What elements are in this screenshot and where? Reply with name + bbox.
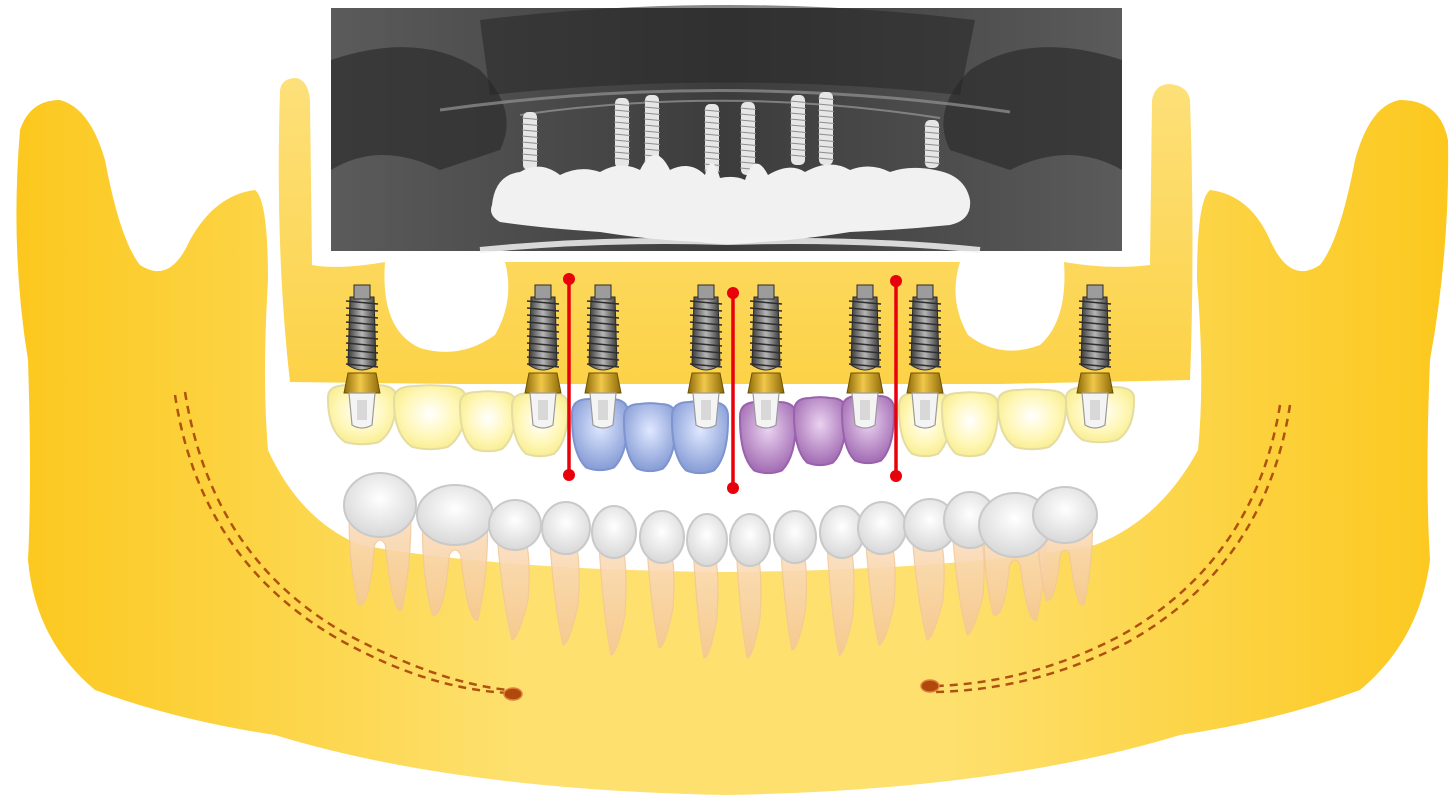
implant-abutment bbox=[847, 373, 883, 393]
implant-abutment bbox=[525, 373, 561, 393]
xray-nasal-cavity bbox=[480, 5, 975, 95]
lower-tooth-crown bbox=[1033, 487, 1097, 543]
implant-post-shade bbox=[538, 400, 548, 420]
xray-implant bbox=[740, 102, 756, 175]
lower-tooth-crown bbox=[774, 511, 816, 563]
implant-post-shade bbox=[761, 400, 771, 420]
xray-implant-body bbox=[615, 98, 629, 168]
bridge-crown bbox=[394, 385, 466, 449]
xray-implant bbox=[522, 112, 538, 170]
implant-abutment bbox=[907, 373, 943, 393]
upper-bridge bbox=[328, 384, 1134, 473]
segment-line-bottom-dot bbox=[563, 469, 575, 481]
implant-post-shade bbox=[1090, 400, 1100, 420]
implant-abutment bbox=[585, 373, 621, 393]
left-mental-foramen bbox=[504, 688, 522, 700]
lower-tooth-crown bbox=[858, 502, 906, 554]
implant-abutment bbox=[688, 373, 724, 393]
segment-line-top-dot bbox=[563, 273, 575, 285]
implant-head bbox=[857, 285, 873, 299]
segment-line-top-dot bbox=[727, 287, 739, 299]
implant-head bbox=[535, 285, 551, 299]
implant-head bbox=[917, 285, 933, 299]
xray-implant bbox=[818, 92, 834, 165]
implant-head bbox=[698, 285, 714, 299]
lower-tooth-crown bbox=[687, 514, 727, 566]
lower-tooth-crown bbox=[344, 473, 416, 537]
segment-line-top-dot bbox=[890, 275, 902, 287]
implant-post-shade bbox=[598, 400, 608, 420]
implant-abutment bbox=[748, 373, 784, 393]
implant-abutment bbox=[1077, 373, 1113, 393]
xray-implant bbox=[924, 120, 940, 168]
implant-post-shade bbox=[860, 400, 870, 420]
bridge-crown bbox=[998, 389, 1066, 449]
lower-tooth-crown bbox=[417, 485, 493, 545]
bridge-crown bbox=[460, 391, 516, 451]
xray-implant bbox=[790, 95, 806, 165]
bridge-crown bbox=[794, 397, 846, 465]
segment-line-bottom-dot bbox=[727, 482, 739, 494]
implant-abutment bbox=[344, 373, 380, 393]
bridge-crown bbox=[942, 392, 998, 456]
implant-post-shade bbox=[701, 400, 711, 420]
lower-tooth-crown bbox=[592, 506, 636, 558]
lower-tooth-crown bbox=[640, 511, 684, 563]
implant-head bbox=[595, 285, 611, 299]
implant-head bbox=[1087, 285, 1103, 299]
bridge-crown bbox=[624, 403, 676, 471]
lower-tooth-crown bbox=[489, 500, 541, 550]
xray-implant-body bbox=[791, 95, 805, 165]
right-mental-foramen bbox=[921, 680, 939, 692]
lower-tooth-crown bbox=[542, 502, 590, 554]
implant-head bbox=[758, 285, 774, 299]
implant-post-shade bbox=[920, 400, 930, 420]
panoramic-xray bbox=[331, 5, 1122, 251]
implant-head bbox=[354, 285, 370, 299]
lower-tooth-crown bbox=[730, 514, 770, 566]
xray-implant bbox=[614, 98, 630, 168]
segment-line-bottom-dot bbox=[890, 470, 902, 482]
implant-post-shade bbox=[357, 400, 367, 420]
